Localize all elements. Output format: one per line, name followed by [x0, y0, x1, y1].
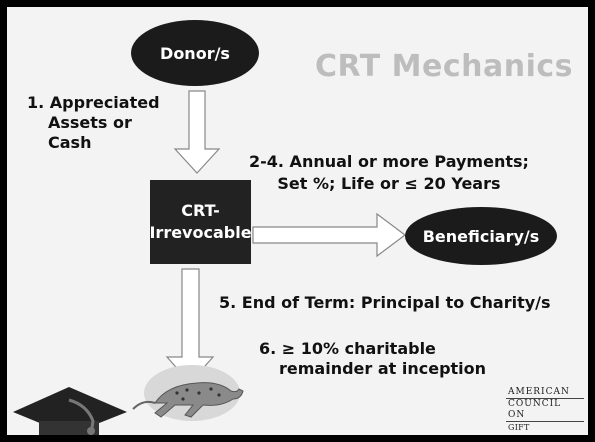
graduation-cap-icon — [13, 387, 127, 435]
donor-ellipse: Donor/s — [131, 20, 259, 86]
step5-text: 5. End of Term: Principal to Charity/s — [219, 293, 551, 312]
step24-text: 2-4. Annual or more Payments; Set %; Lif… — [249, 151, 529, 195]
beneficiary-ellipse: Beneficiary/s — [405, 207, 557, 265]
step1-line2: Assets or — [48, 113, 132, 132]
step1-text: 1. Appreciated Assets or Cash — [27, 93, 160, 153]
step6-line2: remainder at inception — [279, 359, 487, 378]
diagram-graphics — [13, 90, 406, 435]
arrow-crt-to-beneficiary — [252, 212, 406, 258]
step24-line2: Set %; Life or — [277, 174, 399, 193]
acga-logo: AMERICAN COUNCIL ON GIFT ANNUITIES — [506, 387, 584, 435]
logo-line2: COUNCIL ON — [506, 399, 584, 422]
arrow-donor-to-crt — [173, 90, 221, 174]
step1-line3: Cash — [48, 133, 92, 152]
donor-label: Donor/s — [160, 43, 230, 63]
cheetah-icon — [132, 365, 244, 421]
crt-line1: CRT- — [181, 201, 220, 220]
crt-box: CRT- Irrevocable — [149, 180, 252, 264]
step24-line1: 2-4. Annual or more Payments; — [249, 152, 529, 171]
le-symbol: ≤ — [404, 174, 418, 193]
step1-line1: 1. Appreciated — [27, 93, 160, 112]
step6-line1: 10% charitable — [295, 339, 436, 358]
step6-text: 6. ≥ 10% charitable remainder at incepti… — [259, 339, 486, 379]
crt-line2: Irrevocable — [149, 223, 252, 242]
beneficiary-label: Beneficiary/s — [422, 226, 540, 246]
step24-line2-wrap: Set %; Life or ≤ 20 Years — [249, 173, 529, 195]
step6-prefix: 6. — [259, 339, 282, 358]
ge-symbol: ≥ — [281, 339, 296, 358]
step6-line1-wrap: 6. ≥ 10% charitable — [259, 339, 486, 359]
step24-tail: 20 Years — [417, 174, 501, 193]
slide-title: CRT Mechanics — [315, 49, 574, 84]
slide: CRT Mechanics Donor/s 1. Appreciated Ass… — [7, 7, 588, 435]
logo-line1: AMERICAN — [506, 387, 584, 399]
logo-line3: GIFT ANNUITIES — [508, 423, 560, 435]
